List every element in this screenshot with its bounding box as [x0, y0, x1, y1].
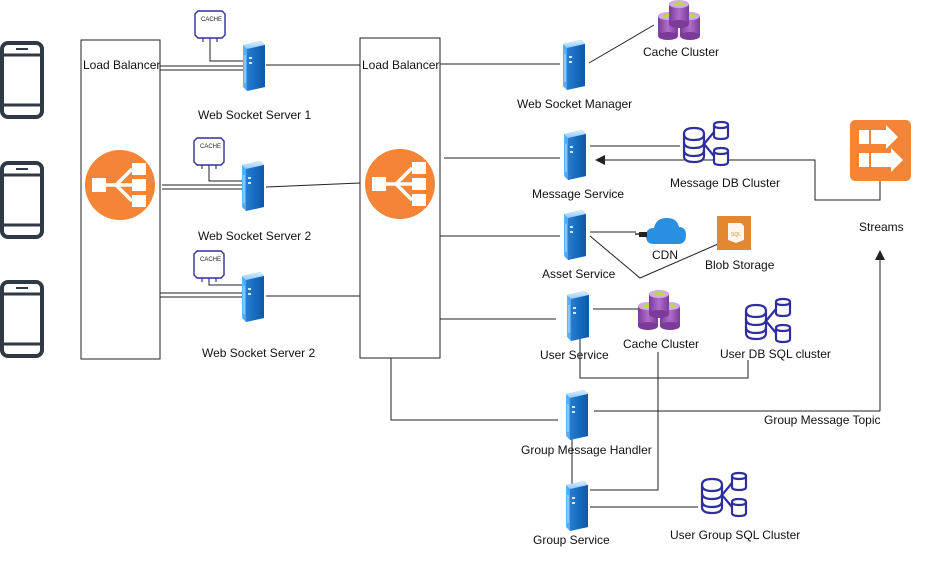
blob-badge-label: SQL: [731, 232, 741, 238]
streams-label: Streams: [859, 220, 904, 234]
server-icon[interactable]: [565, 480, 589, 532]
message-service-label: Message Service: [532, 187, 624, 201]
server-icon[interactable]: [562, 39, 586, 91]
cache-cluster-icon: [658, 0, 700, 40]
user-group-sql-cluster-label: User Group SQL Cluster: [670, 528, 800, 542]
server-icon[interactable]: [242, 40, 266, 92]
cache-badge-label: CACHE: [200, 144, 221, 150]
server-icon[interactable]: [241, 271, 265, 323]
database-cluster-icon: [682, 120, 730, 167]
database-cluster-icon: [744, 297, 792, 344]
blob-storage-label: Blob Storage: [705, 258, 775, 272]
cache-badge-label: CACHE: [201, 17, 222, 23]
server-icon[interactable]: [565, 389, 589, 441]
database-cluster-icon: [700, 471, 748, 518]
cdn-label: CDN: [652, 248, 678, 262]
group-message-handler-label: Group Message Handler: [521, 443, 652, 457]
asset-service-label: Asset Service: [542, 267, 616, 281]
cache-badge-label: CACHE: [200, 257, 221, 263]
load-balancer-icon: [83, 148, 157, 222]
server-icon[interactable]: [241, 160, 265, 212]
message-db-cluster-label: Message DB Cluster: [670, 176, 780, 190]
server-icon[interactable]: [563, 209, 587, 261]
load-balancer-2-label: Load Balancer: [362, 58, 439, 72]
load-balancer-icon: [363, 147, 437, 221]
cache-chip-icon: [193, 250, 225, 283]
user-service-label: User Service: [540, 348, 609, 362]
cache-chip-icon: [194, 10, 226, 43]
streams-icon[interactable]: [850, 120, 911, 181]
cache-chip-icon: [193, 137, 225, 170]
load-balancer-1-label: Load Balancer: [83, 58, 160, 72]
cache-cluster-icon: [638, 290, 680, 330]
mobile-phone-icon: [0, 41, 44, 119]
group-service-label: Group Service: [533, 533, 610, 547]
cache-cluster-mid-label: Cache Cluster: [623, 337, 699, 351]
user-db-sql-cluster-label: User DB SQL cluster: [720, 347, 831, 361]
blob-storage-icon: SQL: [717, 216, 751, 250]
cloud-icon: [635, 218, 686, 244]
cache-cluster-top-label: Cache Cluster: [643, 45, 719, 59]
mobile-phone-icon: [0, 280, 44, 358]
server-icon[interactable]: [566, 290, 590, 342]
web-socket-server-2-label: Web Socket Server 2: [198, 229, 311, 243]
web-socket-manager-label: Web Socket Manager: [517, 97, 632, 111]
web-socket-server-3-label: Web Socket Server 2: [202, 346, 315, 360]
server-icon[interactable]: [563, 129, 587, 181]
web-socket-server-1-label: Web Socket Server 1: [198, 108, 311, 122]
group-message-topic-label: Group Message Topic: [764, 413, 881, 427]
mobile-phone-icon: [0, 161, 44, 239]
